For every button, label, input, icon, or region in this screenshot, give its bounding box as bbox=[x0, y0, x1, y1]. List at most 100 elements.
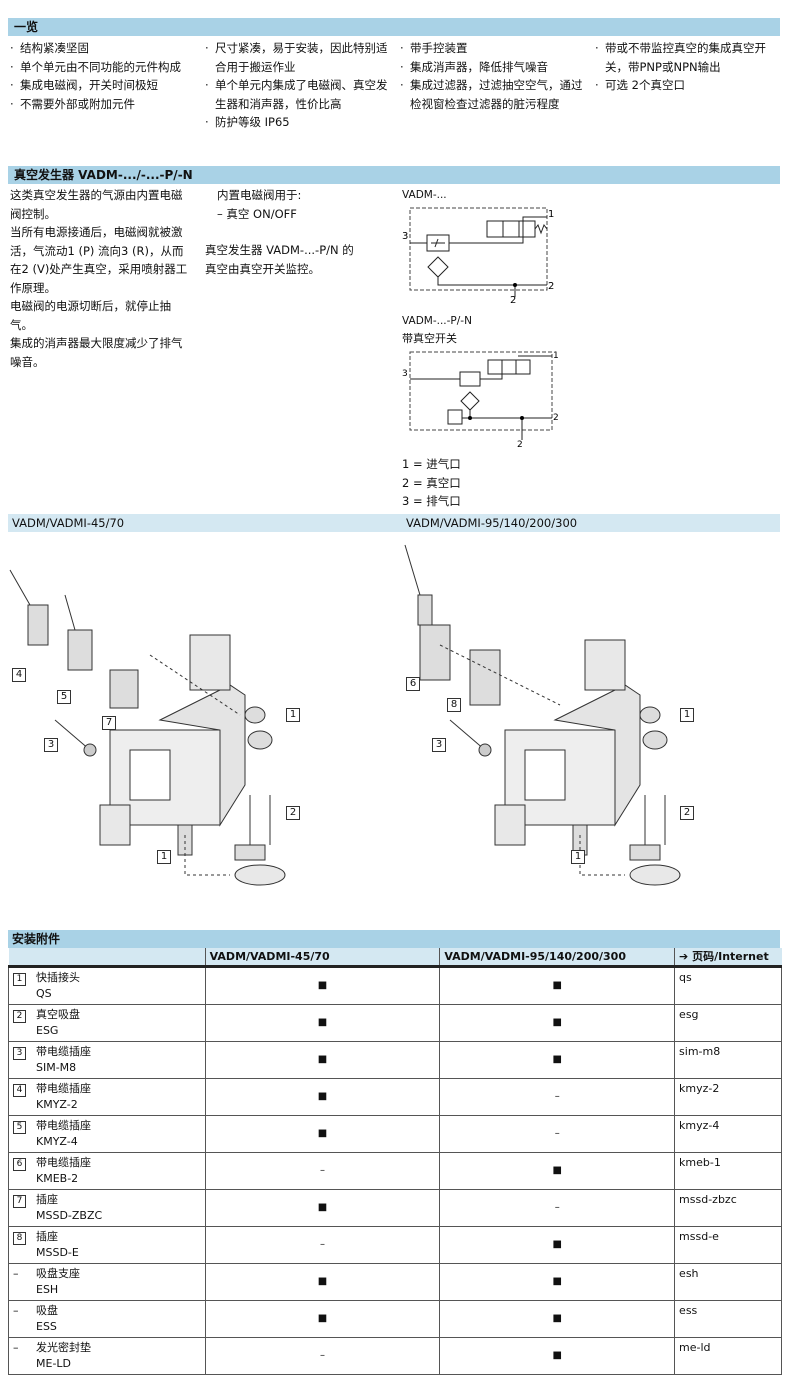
feature-item: 带或不带监控真空的集成真空开关，带PNP或NPN输出 bbox=[593, 39, 785, 76]
internet-link[interactable]: sim-m8 bbox=[674, 1040, 782, 1079]
valve-info: 内置电磁阀用于: – 真空 ON/OFF 真空发生器 VADM-...-P/N … bbox=[205, 186, 355, 278]
internet-link[interactable]: kmyz-2 bbox=[674, 1077, 782, 1116]
accessory-code: KMYZ-4 bbox=[36, 1134, 78, 1148]
accessories-table: VADM/VADMI-45/70 VADM/VADMI-95/140/200/3… bbox=[8, 948, 782, 1375]
valve-use: 内置电磁阀用于: bbox=[217, 188, 302, 202]
callout: 2 bbox=[680, 806, 694, 820]
callout: 1 bbox=[571, 850, 585, 864]
feature-item: 集成消声器，降低排气噪音 bbox=[398, 58, 590, 77]
port-legend-item: 2 = 真空口 bbox=[402, 475, 461, 490]
feature-item: 不需要外部或附加元件 bbox=[8, 95, 198, 114]
accessory-name: 快插接头 bbox=[36, 970, 80, 984]
item-number: – bbox=[13, 1340, 19, 1354]
diagram2-label: VADM-...-P/-N bbox=[402, 315, 472, 327]
availability-95-300: ■ bbox=[439, 1003, 676, 1042]
internet-link[interactable]: esg bbox=[674, 1003, 782, 1042]
image-band: VADM/VADMI-45/70 VADM/VADMI-95/140/200/3… bbox=[8, 514, 780, 532]
internet-link[interactable]: qs bbox=[674, 965, 782, 1005]
accessory-code: KMEB-2 bbox=[36, 1171, 79, 1185]
feature-item: 集成电磁阀，开关时间极短 bbox=[8, 76, 198, 95]
valve-use-item: – 真空 ON/OFF bbox=[217, 206, 297, 221]
port-label: 2 bbox=[548, 281, 554, 292]
accessory-name: 插座 bbox=[36, 1229, 58, 1243]
svg-text:2: 2 bbox=[517, 440, 523, 448]
item-number: – bbox=[13, 1266, 19, 1280]
port-label: 3 bbox=[402, 231, 408, 242]
item-number: 2 bbox=[13, 1009, 26, 1023]
product-illustrations bbox=[9, 544, 681, 886]
internet-link[interactable]: esh bbox=[674, 1262, 782, 1301]
port-label: 1 bbox=[548, 209, 554, 220]
availability-95-300: ■ bbox=[439, 1336, 676, 1375]
svg-text:1: 1 bbox=[553, 351, 559, 361]
accessory-name: 带电缆插座 bbox=[36, 1044, 91, 1058]
feature-item: 可选 2个真空口 bbox=[593, 76, 785, 95]
accessory-code: MSSD-ZBZC bbox=[36, 1208, 103, 1222]
callout: 3 bbox=[432, 738, 446, 752]
diagram1-label: VADM-... bbox=[402, 189, 447, 201]
availability-45-70: ■ bbox=[204, 1188, 441, 1227]
availability-45-70: – bbox=[204, 1336, 441, 1375]
col-header bbox=[8, 948, 206, 968]
internet-link[interactable]: kmyz-4 bbox=[674, 1114, 782, 1153]
accessory-code: ESG bbox=[36, 1023, 59, 1037]
availability-95-300: – bbox=[439, 1188, 676, 1227]
left-image-title: VADM/VADMI-45/70 bbox=[12, 516, 125, 530]
accessory-code: QS bbox=[36, 986, 52, 1000]
callout: 1 bbox=[680, 708, 694, 722]
internet-link[interactable]: kmeb-1 bbox=[674, 1151, 782, 1190]
feature-item: 尺寸紧凑，易于安装，因此特别适合用于搬运作业 bbox=[203, 39, 393, 76]
description-para: 当所有电源接通后，电磁阀就被激活，气流动1 (P) 流向3 (R)，从而在2 (… bbox=[10, 225, 188, 295]
internet-link[interactable]: mssd-e bbox=[674, 1225, 782, 1264]
accessory-name: 带电缆插座 bbox=[36, 1118, 91, 1132]
accessory-code: ESH bbox=[36, 1282, 59, 1296]
generator-heading: 真空发生器 VADM-.../-...-P/-N bbox=[8, 166, 780, 184]
port-legend-item: 3 = 排气口 bbox=[402, 494, 461, 508]
svg-text:2: 2 bbox=[553, 413, 559, 423]
internet-link[interactable]: ess bbox=[674, 1299, 782, 1338]
generator-description: 这类真空发生器的气源由内置电磁阀控制。 当所有电源接通后，电磁阀就被激活，气流动… bbox=[10, 186, 190, 371]
diagram2-sublabel: 带真空开关 bbox=[402, 332, 457, 345]
availability-45-70: ■ bbox=[204, 1114, 441, 1153]
item-number: 3 bbox=[13, 1046, 26, 1060]
accessory-name: 吸盘支座 bbox=[36, 1266, 80, 1280]
availability-95-300: ■ bbox=[439, 1299, 676, 1338]
feature-item: 集成过滤器，过滤抽空空气，通过检视窗检查过滤器的脏污程度 bbox=[398, 76, 590, 113]
description-para: 集成的消声器最大限度减少了排气噪音。 bbox=[10, 336, 183, 369]
col-header: VADM/VADMI-95/140/200/300 bbox=[439, 948, 675, 968]
accessory-name: 发光密封垫 bbox=[36, 1340, 91, 1354]
internet-link[interactable]: mssd-zbzc bbox=[674, 1188, 782, 1227]
item-number: 6 bbox=[13, 1157, 26, 1171]
callout: 8 bbox=[447, 698, 461, 712]
table-row: – 发光密封垫 ME-LD – ■ me-ld bbox=[8, 1336, 782, 1375]
accessory-code: KMYZ-2 bbox=[36, 1097, 78, 1111]
availability-45-70: ■ bbox=[204, 965, 441, 1005]
feature-item: 单个单元内集成了电磁阀、真空发生器和消声器，性价比高 bbox=[203, 76, 393, 113]
callout: 2 bbox=[286, 806, 300, 820]
overview-heading: 一览 bbox=[8, 18, 780, 36]
overview-col-2: 尺寸紧凑，易于安装，因此特别适合用于搬运作业 单个单元内集成了电磁阀、真空发生器… bbox=[203, 39, 393, 132]
port-legend: 1 = 进气口 2 = 真空口 3 = 排气口 bbox=[402, 455, 461, 511]
availability-45-70: ■ bbox=[204, 1003, 441, 1042]
accessories-heading: 安装附件 bbox=[8, 930, 780, 948]
right-image-title: VADM/VADMI-95/140/200/300 bbox=[406, 516, 578, 530]
internet-link[interactable]: me-ld bbox=[674, 1336, 782, 1375]
item-number: 7 bbox=[13, 1194, 26, 1208]
availability-95-300: ■ bbox=[439, 1151, 676, 1190]
accessory-code: ME-LD bbox=[36, 1356, 72, 1370]
accessory-name: 带电缆插座 bbox=[36, 1081, 91, 1095]
svg-text:3: 3 bbox=[402, 369, 408, 379]
availability-95-300: ■ bbox=[439, 1225, 676, 1264]
